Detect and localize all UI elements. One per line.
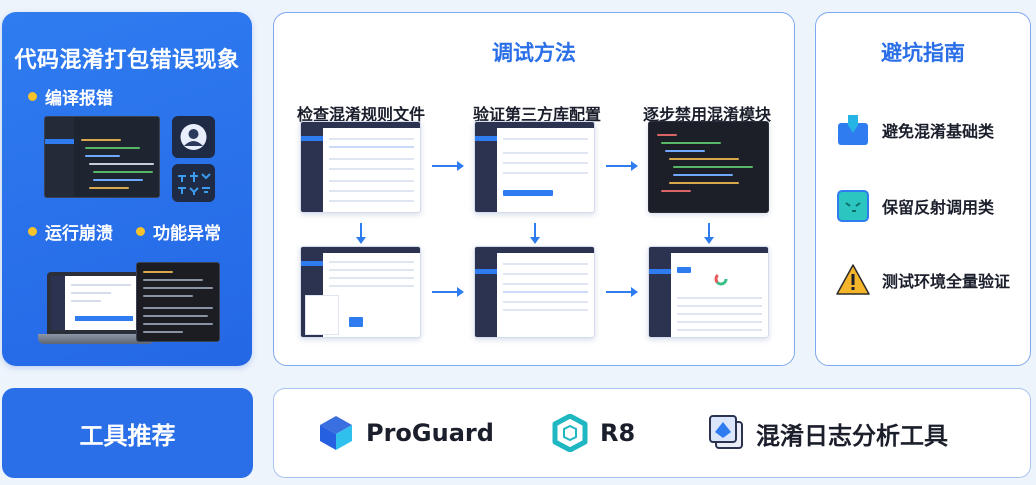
step-check-rules: 检查混淆规则文件 <box>296 105 425 124</box>
tools-panel: ProGuard R8 混淆日志分析工具 <box>273 388 1031 478</box>
donut-chart-icon <box>714 272 728 286</box>
tool-name: 混淆日志分析工具 <box>756 421 948 450</box>
debug-title: 调试方法 <box>492 41 576 65</box>
tip-base-classes: 避免混淆基础类 <box>836 113 994 147</box>
tool-proguard: ProGuard <box>318 389 494 477</box>
phenomena-panel: 代码混淆打包错误现象 编译报错 运行崩溃 功能异常 <box>2 12 252 366</box>
shield-download-icon <box>838 115 868 145</box>
avatar-tile <box>172 116 215 158</box>
step-disable-modules: 逐步禁用混淆模块 <box>642 105 771 124</box>
tool-name: ProGuard <box>366 419 494 447</box>
arrow-down-icon <box>356 223 366 244</box>
tool-r8: R8 <box>552 389 635 477</box>
tool-symbols-icon <box>178 172 211 195</box>
compile-error-screenshot <box>44 116 160 198</box>
tip-reflection-classes: 保留反射调用类 <box>836 189 994 223</box>
arrow-down-icon <box>530 223 540 244</box>
bullet-dot-icon <box>28 92 37 101</box>
runtime-crash-laptop <box>47 272 144 334</box>
phenomenon-runtime-crash: 运行崩溃 <box>28 219 113 244</box>
step-verify-libs: 验证第三方库配置 <box>472 105 601 124</box>
arrow-down-icon <box>704 223 714 244</box>
phenomenon-label: 运行崩溃 <box>45 224 113 244</box>
cube-icon <box>320 416 352 450</box>
tips-panel: 避坑指南 避免混淆基础类 保留反射调用类 测试环境全量验证 <box>815 12 1031 366</box>
disable-module-code-screenshot <box>648 121 769 213</box>
debug-panel: 调试方法 检查混淆规则文件 验证第三方库配置 逐步禁用混淆模块 <box>273 12 795 366</box>
warning-icon <box>836 264 870 295</box>
arrow-right-icon <box>606 161 638 171</box>
reflection-doc-icon <box>837 190 869 222</box>
phenomenon-label: 功能异常 <box>153 224 221 244</box>
hexagon-icon <box>552 414 588 452</box>
phenomenon-label: 编译报错 <box>45 89 113 109</box>
arrow-right-icon <box>432 161 464 171</box>
laptop-base <box>38 334 154 344</box>
tool-log-analyzer: 混淆日志分析工具 <box>708 389 948 477</box>
phenomenon-compile-error: 编译报错 <box>28 84 113 109</box>
module-report-screenshot <box>648 246 769 338</box>
arrow-right-icon <box>432 287 464 297</box>
tip-label: 避免混淆基础类 <box>882 122 995 141</box>
log-file-icon <box>709 415 743 449</box>
tips-title: 避坑指南 <box>881 41 965 65</box>
tip-full-testing: 测试环境全量验证 <box>836 263 1010 297</box>
phenomenon-function-error: 功能异常 <box>136 219 221 244</box>
phenomena-title: 代码混淆打包错误现象 <box>14 48 240 73</box>
function-error-log <box>136 262 220 342</box>
library-config-screenshot <box>474 121 595 213</box>
tip-label: 测试环境全量验证 <box>882 272 1011 291</box>
library-detail-screenshot <box>474 246 595 338</box>
tip-label: 保留反射调用类 <box>882 198 995 217</box>
bullet-dot-icon <box>28 227 37 236</box>
tools-label: 工具推荐 <box>2 388 253 478</box>
tool-name: R8 <box>600 419 636 447</box>
rules-detail-screenshot <box>300 246 421 338</box>
rules-file-screenshot <box>300 121 421 213</box>
user-avatar-icon <box>180 124 207 150</box>
arrow-right-icon <box>606 287 638 297</box>
symbols-tile <box>172 164 215 202</box>
ide-sidebar <box>45 117 74 197</box>
bullet-dot-icon <box>136 227 145 236</box>
